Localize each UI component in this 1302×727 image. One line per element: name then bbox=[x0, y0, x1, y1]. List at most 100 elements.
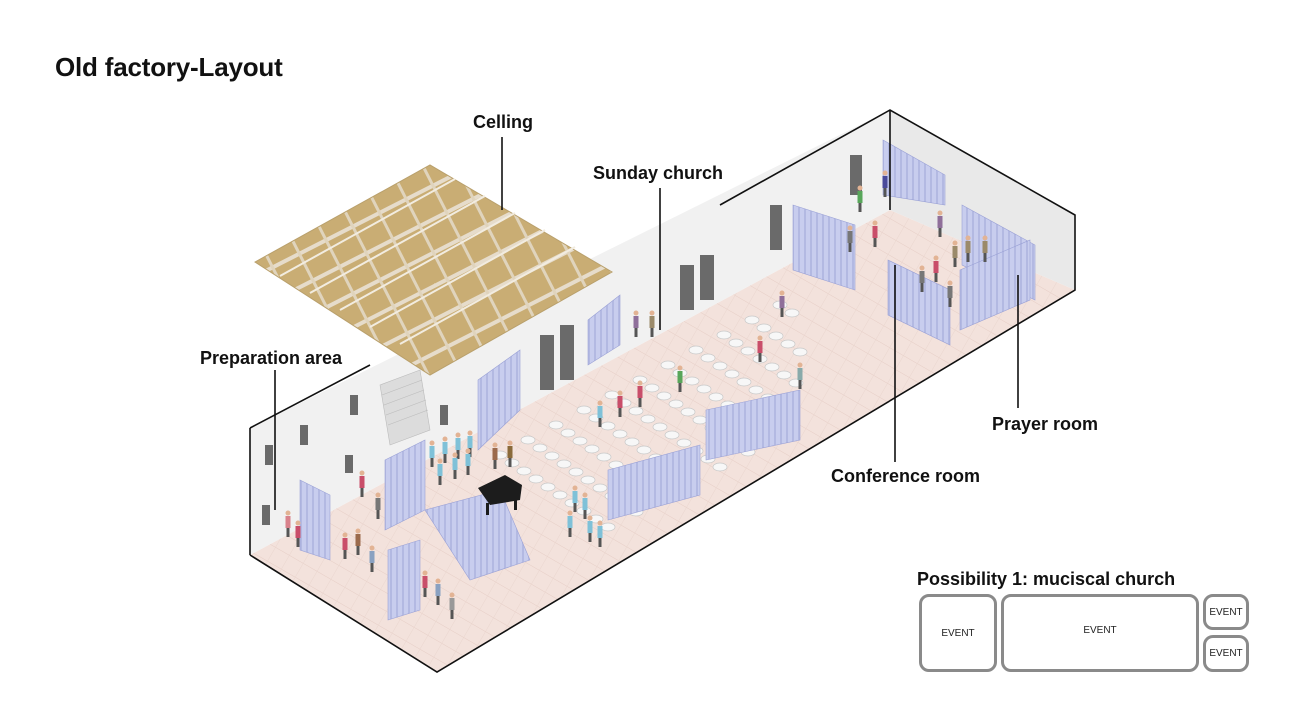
person-legs bbox=[356, 546, 360, 555]
person-head bbox=[677, 365, 683, 371]
person-body bbox=[369, 551, 375, 563]
person-legs bbox=[493, 460, 497, 469]
person-body bbox=[507, 446, 513, 458]
person-body bbox=[779, 296, 785, 308]
event-label: EVENT bbox=[1083, 625, 1117, 636]
event-label: EVENT bbox=[1209, 648, 1243, 659]
person-legs bbox=[430, 458, 434, 467]
person-legs bbox=[296, 538, 300, 547]
person-head bbox=[872, 220, 878, 226]
person-head bbox=[375, 492, 381, 498]
page-title: Old factory-Layout bbox=[55, 52, 283, 82]
person-head bbox=[465, 448, 471, 454]
person-legs bbox=[678, 383, 682, 392]
person-head bbox=[617, 390, 623, 396]
possibility-title: Possibility 1: muciscal church bbox=[917, 569, 1176, 589]
ceiling-ribs bbox=[279, 178, 576, 345]
chair bbox=[688, 345, 704, 355]
chair bbox=[728, 338, 744, 348]
person-head bbox=[933, 255, 939, 261]
person-body bbox=[982, 241, 988, 253]
person-head bbox=[797, 362, 803, 368]
chair bbox=[596, 452, 612, 462]
chair bbox=[568, 467, 584, 477]
person-head bbox=[947, 280, 953, 286]
person-legs bbox=[883, 188, 887, 197]
chair bbox=[560, 428, 576, 438]
chair bbox=[768, 331, 784, 341]
person-body bbox=[617, 396, 623, 408]
person-legs bbox=[436, 596, 440, 605]
person-legs bbox=[966, 253, 970, 262]
chair bbox=[708, 392, 724, 402]
chair bbox=[612, 429, 628, 439]
person-head bbox=[369, 545, 375, 551]
person-legs bbox=[638, 398, 642, 407]
person-head bbox=[572, 485, 578, 491]
person-legs bbox=[618, 408, 622, 417]
person-head bbox=[952, 240, 958, 246]
person-legs bbox=[508, 458, 512, 467]
label-conference-room: Conference room bbox=[831, 466, 981, 486]
people bbox=[285, 170, 988, 619]
chair bbox=[748, 385, 764, 395]
event-box-small-bottom: EVENT bbox=[1203, 635, 1249, 672]
person-legs bbox=[450, 610, 454, 619]
chair bbox=[684, 376, 700, 386]
chair bbox=[780, 339, 796, 349]
person-head bbox=[437, 458, 443, 464]
person-body bbox=[449, 598, 455, 610]
person-legs bbox=[758, 353, 762, 362]
chair bbox=[656, 391, 672, 401]
person-legs bbox=[573, 503, 577, 512]
person-legs bbox=[948, 298, 952, 307]
person-body bbox=[359, 476, 365, 488]
person-legs bbox=[453, 470, 457, 479]
person-legs bbox=[848, 243, 852, 252]
person-head bbox=[452, 452, 458, 458]
chair bbox=[628, 406, 644, 416]
chair bbox=[600, 421, 616, 431]
chair bbox=[640, 414, 656, 424]
person-legs bbox=[920, 283, 924, 292]
person-legs bbox=[588, 533, 592, 542]
person-legs bbox=[286, 528, 290, 537]
person-head bbox=[919, 265, 925, 271]
chair bbox=[712, 462, 728, 472]
chair bbox=[604, 390, 620, 400]
person-legs bbox=[598, 538, 602, 547]
person-body bbox=[572, 491, 578, 503]
person-head bbox=[649, 310, 655, 316]
person-body bbox=[285, 516, 291, 528]
person-body bbox=[937, 216, 943, 228]
chair bbox=[696, 384, 712, 394]
curtains bbox=[299, 139, 1036, 621]
person-body bbox=[342, 538, 348, 550]
chair bbox=[668, 399, 684, 409]
person-head bbox=[857, 185, 863, 191]
person-body bbox=[465, 454, 471, 466]
chair bbox=[576, 405, 592, 415]
person-head bbox=[882, 170, 888, 176]
person-head bbox=[965, 235, 971, 241]
person-head bbox=[467, 430, 473, 436]
chair bbox=[556, 459, 572, 469]
person-head bbox=[587, 515, 593, 521]
person-body bbox=[847, 231, 853, 243]
person-body bbox=[492, 448, 498, 460]
person-body bbox=[437, 464, 443, 476]
person-head bbox=[359, 470, 365, 476]
chair bbox=[660, 360, 676, 370]
person-body bbox=[422, 576, 428, 588]
person-legs bbox=[438, 476, 442, 485]
person-head bbox=[582, 492, 588, 498]
person-body bbox=[375, 498, 381, 510]
person-body bbox=[637, 386, 643, 398]
grand-piano bbox=[478, 475, 522, 515]
person-body bbox=[435, 584, 441, 596]
person-legs bbox=[780, 308, 784, 317]
person-body bbox=[429, 446, 435, 458]
person-body bbox=[947, 286, 953, 298]
chair bbox=[716, 330, 732, 340]
